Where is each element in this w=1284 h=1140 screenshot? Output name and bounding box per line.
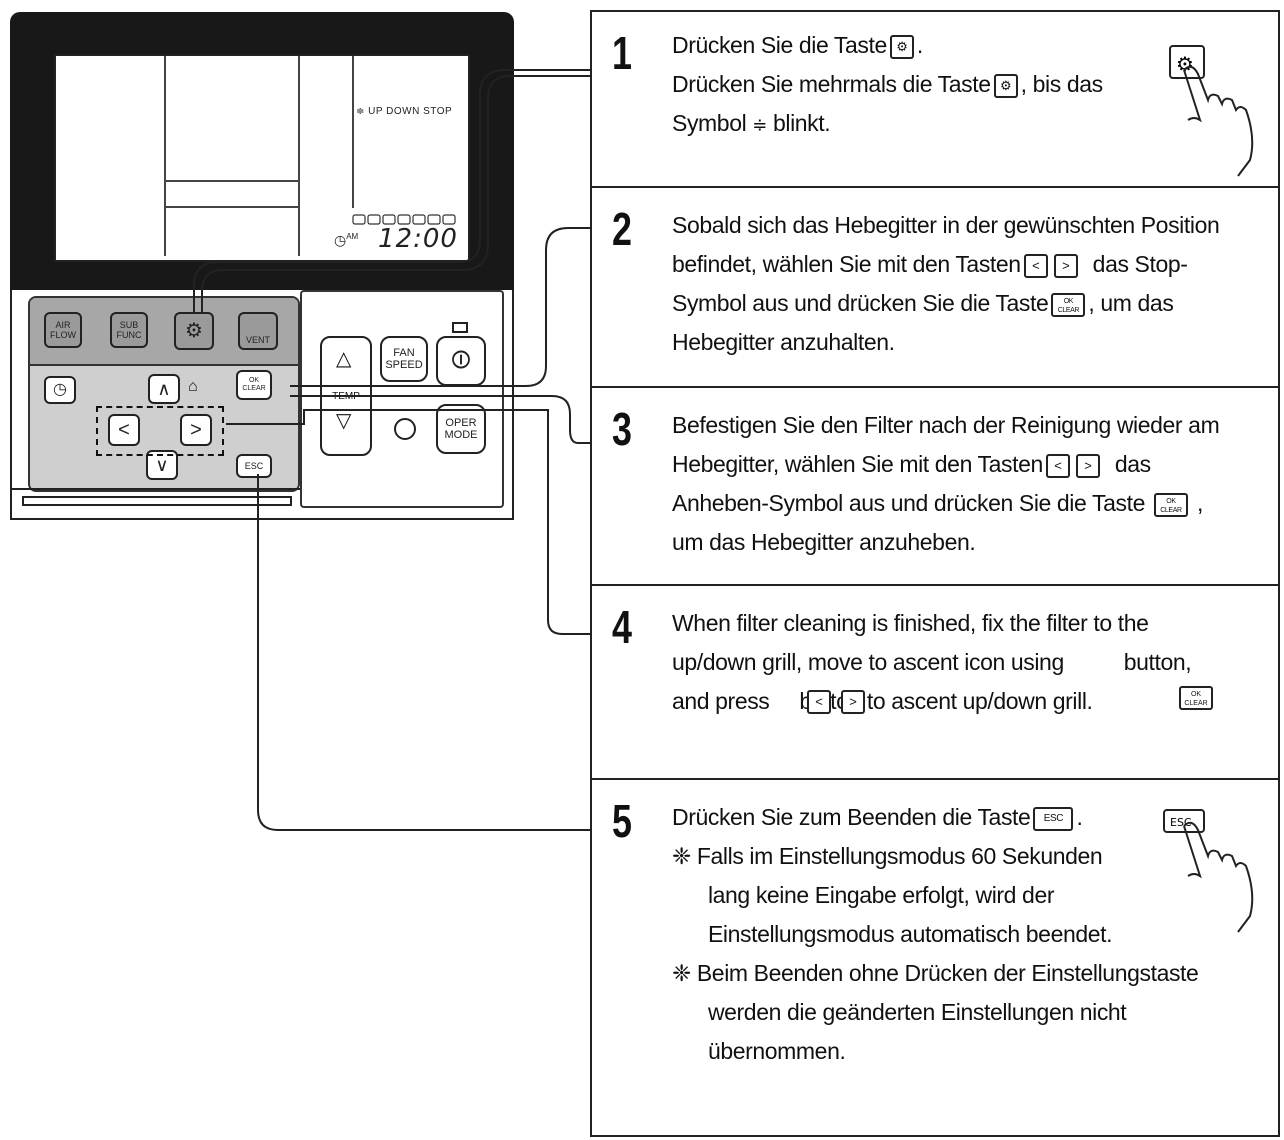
- right-keypad: △ ▽ TEMP FAN SPEED ⏼ OPER MODE: [300, 290, 504, 508]
- sub-func-button[interactable]: SUB FUNC: [110, 312, 148, 348]
- step-4: 4 When filter cleaning is finished, fix …: [592, 586, 1278, 780]
- hand-pressing-gear-icon: ⚙: [1169, 45, 1254, 177]
- remote-display-housing: ≑ UP DOWN STOP ◷AM 12:00: [10, 12, 514, 290]
- step-number: 1: [612, 27, 632, 79]
- up-arrow-button[interactable]: ∧: [148, 374, 180, 404]
- chevron-up-icon: ∧: [157, 379, 171, 399]
- temp-up-icon[interactable]: △: [336, 348, 352, 370]
- clock-icon: ◷: [53, 381, 67, 398]
- gear-icon: ⚙: [185, 320, 203, 342]
- oper-mode-button[interactable]: OPER MODE: [436, 404, 486, 454]
- remote-keypad-housing: AIR FLOW SUB FUNC ⚙ VENT ◷ ∧ ⌂ OK CLEAR …: [10, 290, 514, 520]
- remote-controller-illustration: ≑ UP DOWN STOP ◷AM 12:00 AIR FLOW SUB FU…: [10, 12, 514, 520]
- step-number: 5: [612, 795, 632, 847]
- right-arrow-button[interactable]: >: [180, 414, 212, 446]
- lcd-updown-indicator: ≑ UP DOWN STOP: [356, 106, 453, 117]
- direction-keys-highlight: [96, 406, 224, 456]
- chevron-right-icon: >: [1053, 253, 1078, 278]
- down-arrow-button[interactable]: ∨: [146, 450, 178, 480]
- instruction-steps-panel: 1 Drücken Sie die Taste⚙. Drücken Sie me…: [590, 10, 1280, 1137]
- power-indicator-led: [452, 322, 468, 333]
- power-button[interactable]: ⏼: [436, 336, 486, 386]
- chevron-right-icon: >: [190, 419, 202, 441]
- updown-icon: ≑: [752, 115, 767, 135]
- battery-cover: [12, 488, 300, 508]
- temp-label: TEMP: [322, 388, 370, 406]
- left-keypad: AIR FLOW SUB FUNC ⚙ VENT ◷ ∧ ⌂ OK CLEAR …: [28, 296, 300, 492]
- step-1: 1 Drücken Sie die Taste⚙. Drücken Sie me…: [592, 12, 1278, 188]
- esc-icon: ESC: [1033, 806, 1074, 831]
- timer-button[interactable]: ◷: [44, 376, 76, 404]
- lcd-time: 12:00: [378, 224, 458, 254]
- vent-button[interactable]: VENT: [238, 312, 278, 350]
- hand-pressing-esc-icon: ESC: [1163, 809, 1254, 933]
- step-number: 3: [612, 403, 632, 455]
- settings-gear-button[interactable]: ⚙: [174, 312, 214, 350]
- step-text: When filter cleaning is finished, fix th…: [672, 610, 1192, 714]
- chevron-down-icon: ∨: [155, 455, 169, 475]
- chevron-left-icon: <: [1045, 453, 1070, 478]
- svg-text:ESC: ESC: [1170, 816, 1192, 829]
- gear-icon: ⚙: [889, 34, 914, 59]
- step-number: 4: [612, 601, 632, 653]
- step-2: 2 Sobald sich das Hebegitter in der gewü…: [592, 188, 1278, 388]
- svg-text:⚙: ⚙: [1176, 52, 1194, 76]
- chevron-left-icon: <: [807, 690, 831, 714]
- step-text: Befestigen Sie den Filter nach der Reini…: [672, 412, 1220, 555]
- lcd-clock-icon: ◷AM: [334, 232, 359, 248]
- air-flow-button[interactable]: AIR FLOW: [44, 312, 82, 348]
- sensor-dot: [394, 418, 416, 440]
- step-3: 3 Befestigen Sie den Filter nach der Rei…: [592, 388, 1278, 586]
- left-arrow-button[interactable]: <: [108, 414, 140, 446]
- step-text: Sobald sich das Hebegitter in der gewüns…: [672, 212, 1220, 355]
- step-number: 2: [612, 203, 632, 255]
- ok-clear-button[interactable]: OK CLEAR: [236, 370, 272, 400]
- power-icon: ⏼: [451, 347, 471, 374]
- esc-button[interactable]: ESC: [236, 454, 272, 478]
- fan-speed-button[interactable]: FAN SPEED: [380, 336, 428, 382]
- chevron-left-icon: <: [118, 419, 130, 441]
- temp-down-icon[interactable]: ▽: [336, 410, 352, 432]
- home-icon: ⌂: [188, 378, 198, 395]
- chevron-right-icon: >: [841, 690, 865, 714]
- lcd-screen: ≑ UP DOWN STOP ◷AM 12:00: [54, 54, 470, 262]
- chevron-left-icon: <: [1023, 253, 1048, 278]
- step-text: Drücken Sie die Taste⚙. Drücken Sie mehr…: [672, 32, 1103, 136]
- gear-icon: ⚙: [993, 73, 1018, 98]
- chevron-right-icon: >: [1075, 453, 1100, 478]
